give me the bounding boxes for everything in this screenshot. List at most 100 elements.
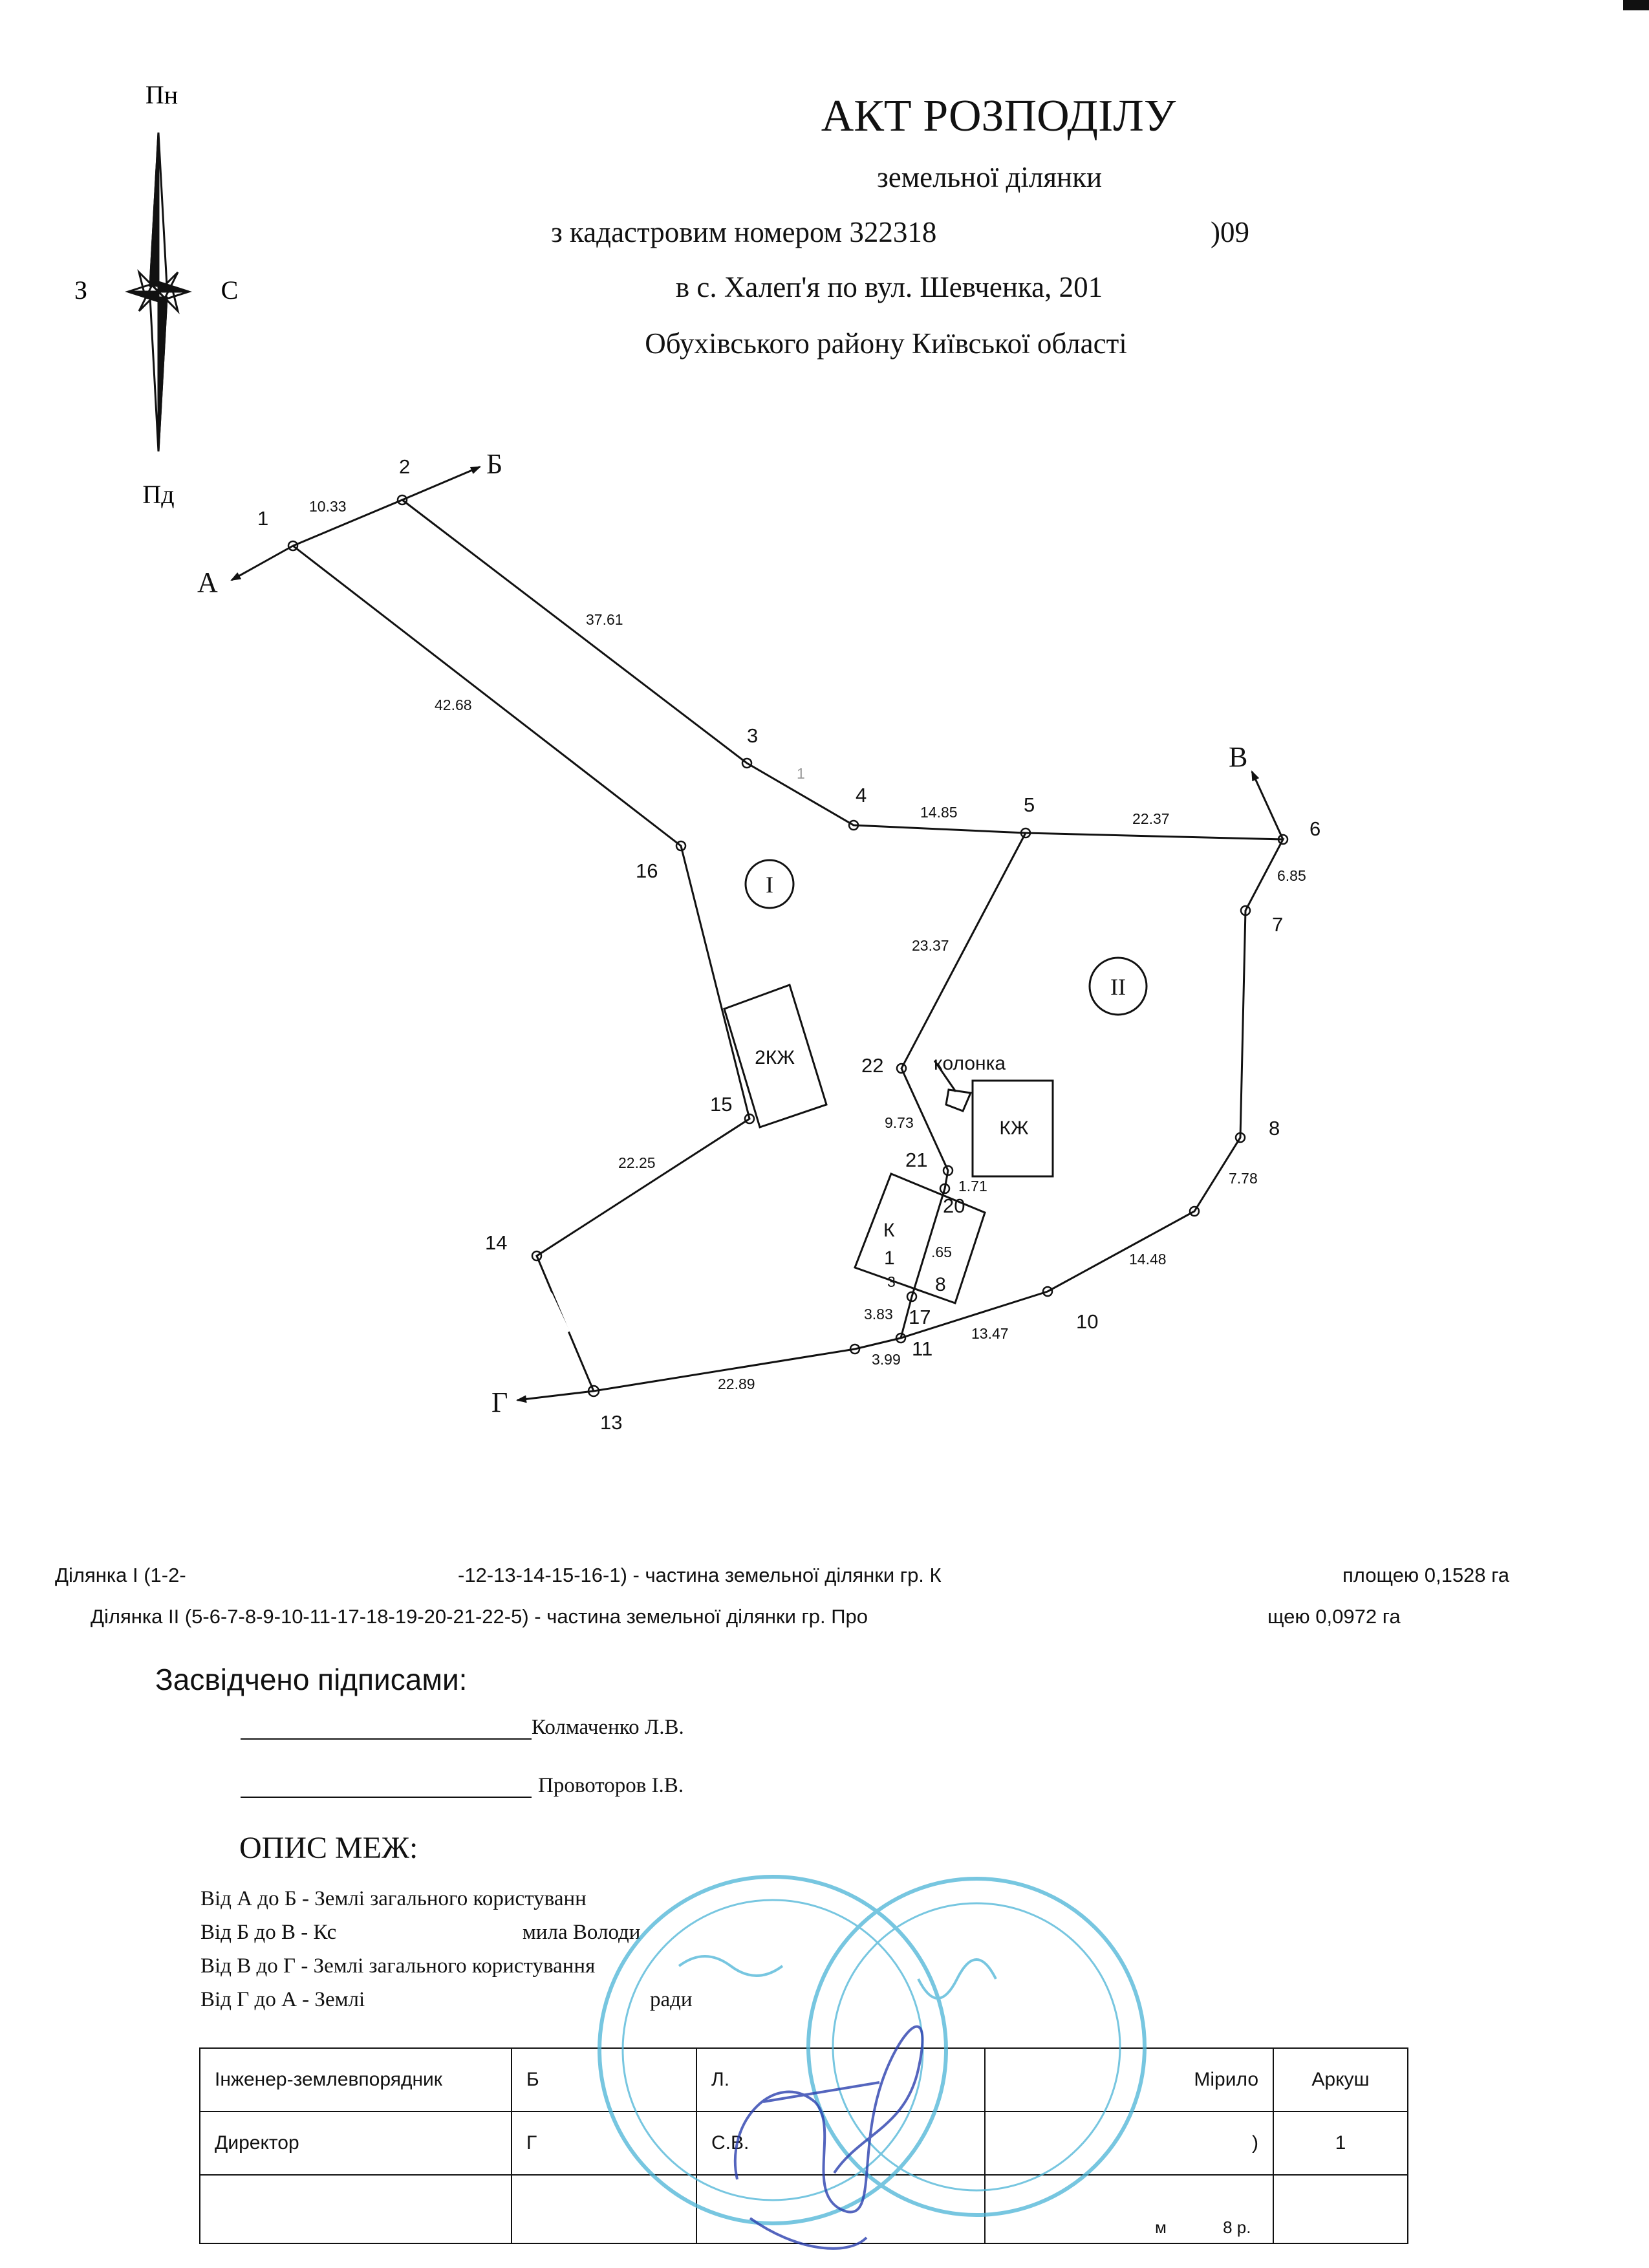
direction-letter-b: Б xyxy=(486,448,502,480)
dim-label: 22.89 xyxy=(718,1376,755,1392)
table-cell: ) xyxy=(984,2111,1274,2176)
dim-label: 23.37 xyxy=(912,937,949,954)
point-label: 20 xyxy=(943,1194,965,1217)
point-label: 2 xyxy=(399,455,410,478)
parcel-1-area: площею 0,1528 га xyxy=(1342,1564,1510,1586)
building-label-kzh: КЖ xyxy=(999,1118,1028,1139)
compass-south-label: Пд xyxy=(142,480,174,509)
dim-label: 13.47 xyxy=(971,1325,1009,1342)
building-kzh xyxy=(971,1079,1054,1178)
table-cell: Г xyxy=(511,2111,697,2176)
dim-label: .65 xyxy=(931,1244,952,1260)
arrow-to-g xyxy=(516,1390,594,1403)
boundary-outline xyxy=(292,499,1285,1392)
dim-label: 37.61 xyxy=(586,611,623,628)
compass-rose: Пн Пд З С xyxy=(74,80,239,509)
dim-label: 14.48 xyxy=(1129,1251,1167,1268)
point-label: 21 xyxy=(905,1149,927,1171)
table-cell: Директор xyxy=(199,2111,512,2176)
dim-label: 42.68 xyxy=(435,697,472,713)
building-label-k-sub: 3 xyxy=(887,1273,896,1290)
table-cell: 1 xyxy=(1273,2111,1408,2176)
pump-leader xyxy=(933,1060,957,1092)
dim-label: 10.33 xyxy=(309,498,347,515)
compass-star xyxy=(125,132,192,452)
parcel-circle-2 xyxy=(1088,956,1148,1016)
title-block-table: Інженер-землевпорядник Б Л. Мірило Аркуш… xyxy=(199,2047,1408,2244)
point-label: 11 xyxy=(912,1337,932,1360)
point-label: 5 xyxy=(1024,794,1035,816)
direction-letter-v: В xyxy=(1229,741,1247,773)
subtitle-line-1: земельної ділянки xyxy=(876,161,1103,193)
parcel-1-desc-middle: -12-13-14-15-16-1) - частина земельної д… xyxy=(458,1564,942,1586)
boundary-v-g: Від В до Г - Землі загального користуван… xyxy=(200,1954,596,1978)
signature-line xyxy=(241,1715,532,1740)
date-prefix: м xyxy=(1155,2218,1167,2237)
table-cell xyxy=(1273,2174,1408,2244)
boundary-b-v-end: мила Володи xyxy=(523,1921,641,1944)
dim-label: 9.73 xyxy=(885,1114,914,1131)
dim-label: 1 xyxy=(797,765,805,782)
point-label: 7 xyxy=(1272,913,1283,936)
pump-label: колонка xyxy=(934,1053,1006,1074)
arrow-to-b xyxy=(402,466,481,501)
parcel-ids: I II xyxy=(766,872,1126,1000)
subtitle-address: в с. Халеп'я по вул. Шевченка, 201 xyxy=(675,271,1103,303)
direction-letter-g: Г xyxy=(491,1387,508,1418)
division-line xyxy=(900,832,1027,1339)
cadastral-plan: 1 2 3 4 5 6 7 8 10 11 13 14 15 16 17 20 … xyxy=(197,448,1320,1434)
compass-east-label: С xyxy=(221,275,239,305)
point-label: 3 xyxy=(747,724,758,747)
date-suffix: 8 р. xyxy=(1223,2218,1251,2237)
table-cell xyxy=(199,2174,512,2244)
subtitle-cadastral-prefix: з кадастровим номером 322318 xyxy=(551,216,937,248)
dim-label: 7.78 xyxy=(1229,1170,1258,1187)
dim-label: 3.83 xyxy=(864,1306,893,1323)
point-label: 13 xyxy=(600,1411,622,1434)
building-label-k-sub: 1 xyxy=(884,1247,895,1269)
table-cell: м 8 р. xyxy=(984,2174,1274,2244)
parcel-id-1: I xyxy=(766,872,773,898)
page-edge-mark xyxy=(1623,0,1649,10)
point-label: 16 xyxy=(636,859,658,882)
signature-line xyxy=(241,1773,532,1798)
direction-letter-a: А xyxy=(197,567,218,598)
survey-points xyxy=(287,494,1289,1398)
point-label: 22 xyxy=(861,1054,883,1077)
dim-label: 6.85 xyxy=(1277,867,1306,884)
table-cell: Інженер-землевпорядник xyxy=(199,2047,512,2112)
subtitle-region: Обухівського району Київської області xyxy=(645,327,1127,360)
plan-lines xyxy=(230,466,1289,1403)
building-label-2kzh: 2КЖ xyxy=(755,1047,795,1068)
table-cell: С.В. xyxy=(696,2111,986,2176)
signer-name-2: Провоторов І.В. xyxy=(538,1774,684,1797)
compass-north-label: Пн xyxy=(146,80,178,109)
certify-heading: Засвідчено підписами: xyxy=(155,1663,468,1696)
point-label: 14 xyxy=(485,1231,507,1254)
parcel-2-area: щею 0,0972 га xyxy=(1267,1605,1401,1628)
table-cell: Б xyxy=(511,2047,697,2112)
signer-name-1: Колмаченко Л.В. xyxy=(532,1716,684,1739)
boundary-a-b: Від А до Б - Землі загального користуван… xyxy=(200,1887,587,1910)
dim-label: 14.85 xyxy=(920,804,958,821)
boundary-g-a-start: Від Г до А - Землі xyxy=(200,1988,365,2011)
table-cell: Мірило xyxy=(984,2047,1274,2112)
point-label: 10 xyxy=(1076,1310,1098,1333)
signature-row-2: Провоторов І.В. xyxy=(241,1773,684,1798)
point-label: 17 xyxy=(909,1306,931,1328)
table-cell xyxy=(511,2174,697,2244)
table-cell: Л. xyxy=(696,2047,986,2112)
boundary-b-v-start: Від Б до В - Кс xyxy=(200,1921,337,1944)
line-gap xyxy=(547,1292,570,1334)
table-row: Інженер-землевпорядник Б Л. Мірило Аркуш xyxy=(199,2047,1408,2112)
pump-marker xyxy=(945,1088,973,1112)
arrow-to-a xyxy=(230,545,294,581)
parcel-1-desc-start: Ділянка I (1-2- xyxy=(55,1564,186,1586)
compass-west-label: З xyxy=(74,275,87,305)
subtitle-cadastral-suffix: )09 xyxy=(1211,216,1249,248)
table-cell: Аркуш xyxy=(1273,2047,1408,2112)
building-labels: 2КЖ КЖ колонка К 1 3 8 xyxy=(755,1047,1029,1295)
table-cell xyxy=(696,2174,986,2244)
dim-label: 22.37 xyxy=(1132,810,1170,827)
document-title: АКТ РОЗПОДІЛУ xyxy=(821,91,1176,141)
